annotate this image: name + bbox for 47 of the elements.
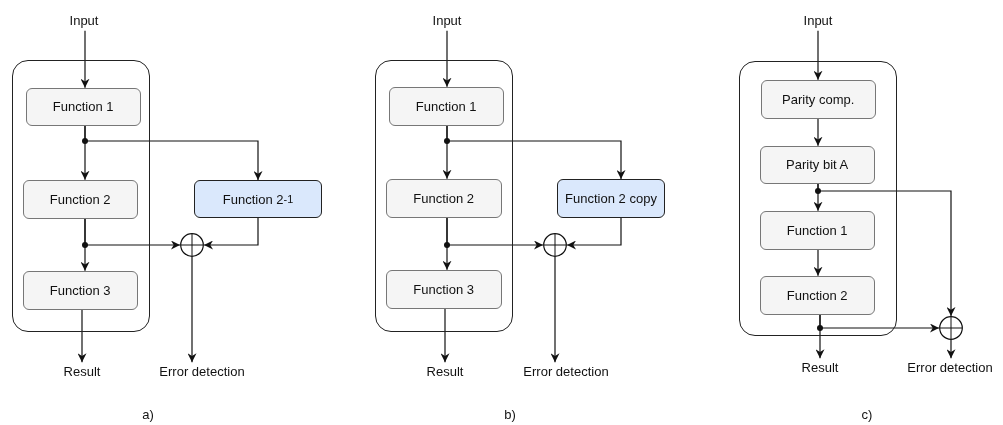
- arrow: [819, 314, 940, 333]
- function-box: Function 2: [385, 178, 502, 218]
- io-label: Input: [803, 13, 833, 29]
- arrow: [77, 309, 87, 363]
- io-label: Input: [432, 13, 462, 29]
- group-container: [12, 60, 150, 332]
- io-label: Error detection: [907, 360, 993, 376]
- function-box: Function 3: [22, 270, 138, 310]
- arrow: [813, 249, 823, 277]
- arrow: [440, 308, 450, 363]
- panel-label: a): [142, 406, 154, 422]
- xor-symbol: [543, 233, 567, 257]
- function-box: Parity bit A: [759, 145, 875, 184]
- io-label: Result: [63, 364, 101, 380]
- arrow: [813, 118, 823, 147]
- arrow: [84, 218, 181, 250]
- io-label: Result: [801, 360, 839, 376]
- function-box: Function 1: [388, 86, 504, 126]
- group-container: [375, 60, 513, 332]
- arrow: [817, 183, 956, 317]
- arrow: [946, 339, 956, 359]
- function-box: Function 2 copy: [557, 179, 665, 218]
- arrow: [566, 217, 622, 250]
- panel-label: c): [861, 406, 873, 422]
- function-box: Function 1: [759, 210, 875, 250]
- io-label: Input: [69, 13, 99, 29]
- function-box: Parity comp.: [760, 79, 876, 119]
- arrow: [550, 256, 560, 363]
- arrow: [813, 30, 823, 81]
- arrow: [187, 256, 197, 363]
- io-label: Result: [426, 364, 464, 380]
- arrow: [442, 30, 452, 88]
- xor-symbol: [180, 233, 204, 257]
- xor-symbol: [939, 316, 963, 340]
- arrow: [446, 217, 544, 250]
- io-label: Error detection: [159, 364, 245, 380]
- function-box: Function 2: [759, 275, 875, 315]
- arrow: [84, 125, 263, 181]
- function-box: Function 3: [385, 269, 502, 309]
- arrow: [80, 30, 90, 89]
- arrow: [446, 125, 626, 180]
- group-container: [739, 61, 897, 336]
- panel-label: b): [504, 406, 516, 422]
- arrow: [203, 217, 259, 250]
- io-label: Error detection: [523, 364, 609, 380]
- function-box: Function 2: [22, 179, 138, 219]
- function-box: Function 1: [25, 87, 141, 126]
